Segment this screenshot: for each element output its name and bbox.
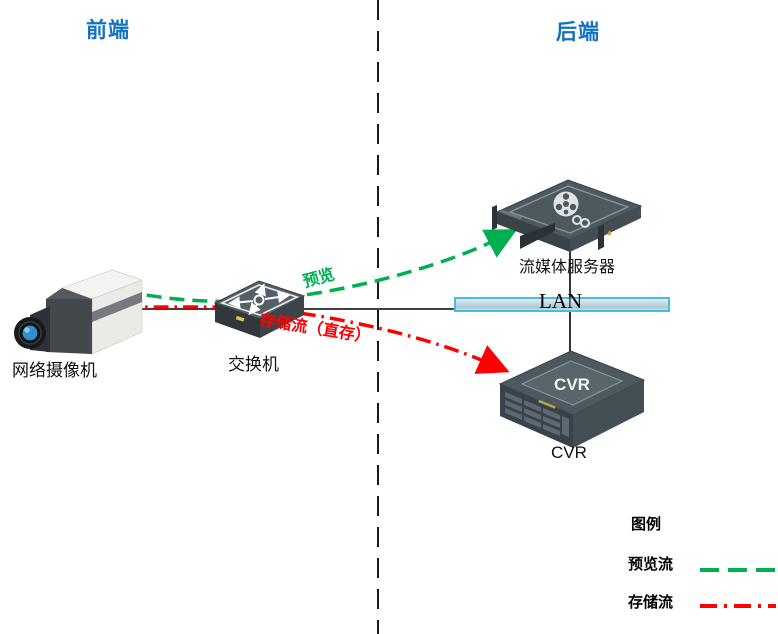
zone-title-frontend: 前端 xyxy=(86,19,130,42)
lan-bus-bar xyxy=(454,297,670,312)
cvr-drive-bays xyxy=(505,392,569,437)
media-server-label: 流媒体服务器 xyxy=(519,259,616,276)
cvr-icon: CVR xyxy=(498,350,646,448)
zone-title-backend: 后端 xyxy=(556,21,600,44)
switch-arrows-icon xyxy=(228,283,290,316)
film-reel-icon xyxy=(553,191,590,228)
storage-flow-line xyxy=(123,305,510,374)
switch-label: 交换机 xyxy=(228,355,279,374)
media-server-icon xyxy=(492,179,643,252)
legend-item-preview: 预览流 xyxy=(628,556,674,573)
camera-icon xyxy=(14,269,143,355)
preview-flow-line xyxy=(123,229,518,304)
lan-label: LAN xyxy=(539,289,583,313)
legend-item-storage: 存储流 xyxy=(628,594,674,611)
camera-label: 网络摄像机 xyxy=(12,361,97,380)
cvr-label: CVR xyxy=(551,443,587,462)
cvr-panel-text: CVR xyxy=(554,375,590,394)
switch-icon xyxy=(213,280,306,338)
legend-title: 图例 xyxy=(631,516,662,533)
